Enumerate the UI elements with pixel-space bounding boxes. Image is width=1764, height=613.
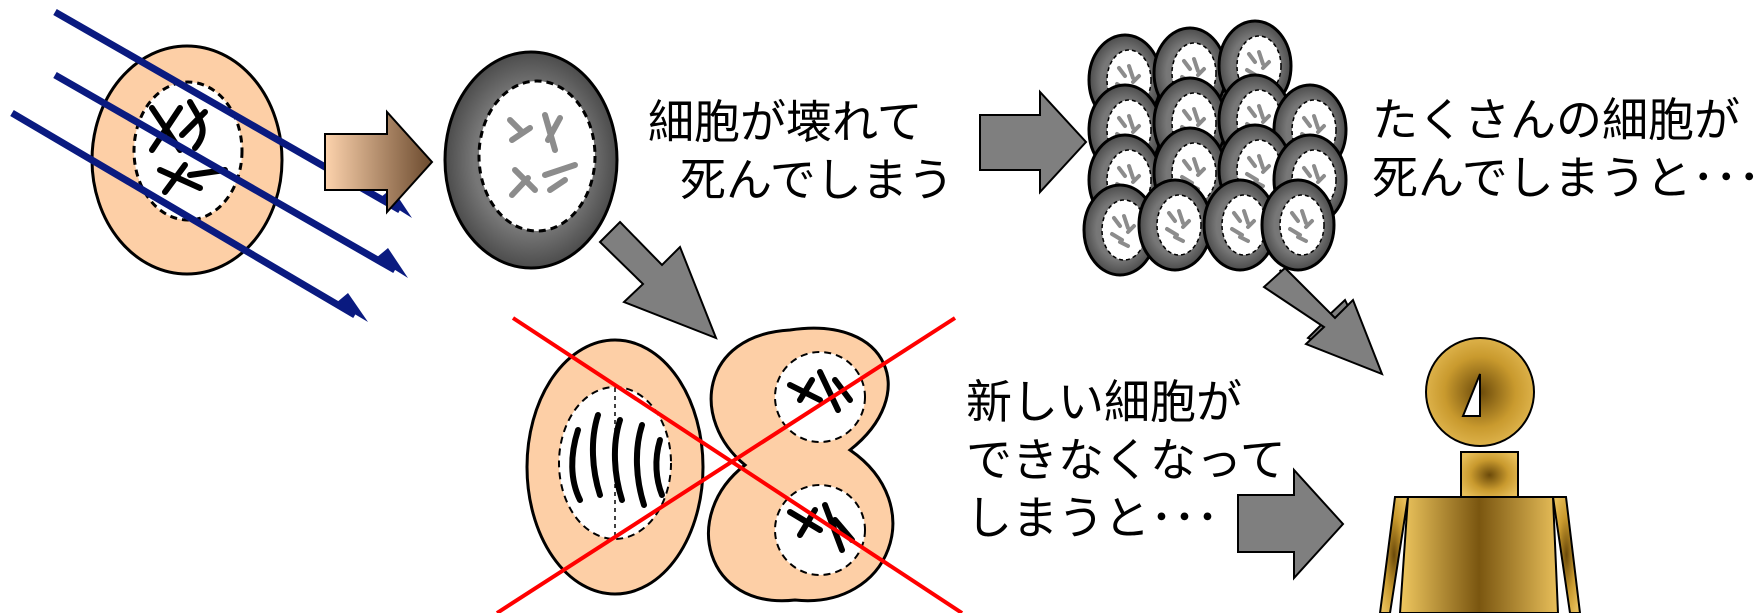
caption-line: 死んでしまうと･･･ (1372, 151, 1761, 205)
radiation-ray (10, 109, 357, 319)
human-figure-icon (1378, 337, 1582, 613)
gray-right-arrow-bottom (1237, 467, 1345, 581)
radiation-ray (53, 71, 397, 274)
gray-diagonal-arrow-right-body (1262, 266, 1384, 376)
irradiated-cell (90, 44, 284, 276)
cell-death-caption: 細胞が壊れて 死んでしまう (648, 95, 954, 207)
aligned-chromosomes (569, 412, 665, 508)
gray-right-arrow (979, 89, 1088, 195)
caption-line: たくさんの細胞が (1372, 93, 1740, 147)
gray-diagonal-arrow-left (598, 220, 718, 340)
dead-cell (443, 50, 619, 270)
ray-arrowhead (336, 293, 368, 322)
dead-cell-small (1202, 178, 1278, 272)
many-cells-die-caption: たくさんの細胞が 死んでしまうと･･･ (1372, 93, 1761, 205)
dead-cell-small (1137, 178, 1213, 272)
no-new-cells-caption: 新しい細胞が できなくなって しまうと･･･ (966, 375, 1300, 545)
figure-left-arm (1378, 496, 1410, 613)
caption-line: 新しい細胞が (966, 375, 1242, 429)
caption-line: 死んでしまう (680, 153, 954, 207)
dead-cell-small (1260, 178, 1336, 272)
dead-cell-cluster (1082, 19, 1348, 277)
caption-line: しまうと･･･ (966, 491, 1219, 545)
ray-arrowhead (376, 248, 408, 278)
figure-torso (1398, 496, 1560, 613)
caption-line: できなくなって (966, 433, 1286, 487)
cross-out-mark (495, 316, 964, 613)
figure-face-mark (1461, 373, 1481, 417)
caption-line: 細胞が壊れて (648, 95, 923, 149)
tan-right-arrow (324, 109, 434, 215)
figure-neck (1460, 451, 1519, 499)
dividing-cell-metaphase (525, 338, 705, 596)
dividing-cell-telophase (707, 326, 895, 603)
figure-right-arm (1551, 496, 1582, 613)
broken-chromosomes (507, 112, 578, 198)
